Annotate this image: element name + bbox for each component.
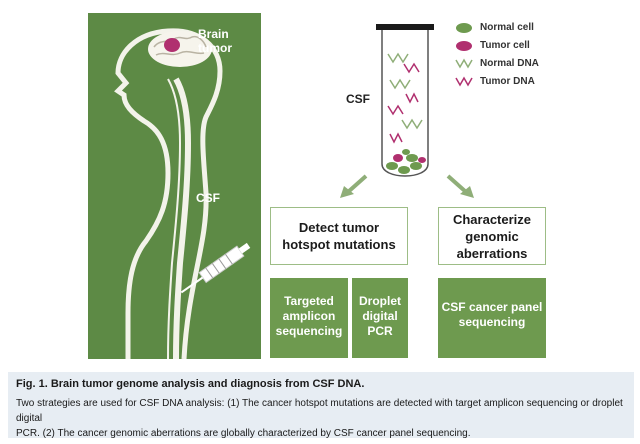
detect-line1: Detect tumor <box>298 220 380 235</box>
tumor-cell-icon <box>456 41 472 51</box>
csf-body-label: CSF <box>196 191 220 205</box>
normal-dna-icon <box>455 58 473 69</box>
tumor-dna-icon <box>455 76 473 87</box>
caption-body: Two strategies are used for CSF DNA anal… <box>16 396 626 441</box>
caption-line2: PCR. (2) The cancer genomic aberrations … <box>16 428 471 439</box>
branch-arrows <box>340 174 474 198</box>
legend-tumor-cell: Tumor cell <box>480 40 530 51</box>
csf-tube <box>376 24 434 177</box>
body-panel: Brain tumor CSF <box>88 13 261 360</box>
body-silhouette <box>114 28 251 360</box>
targeted-amplicon-box: Targeted amplicon sequencing <box>270 278 348 358</box>
caption-title: Fig. 1. Brain tumor genome analysis and … <box>16 378 365 390</box>
characterize-box: Characterize genomic aberrations <box>438 207 546 265</box>
figure-caption: Fig. 1. Brain tumor genome analysis and … <box>8 372 634 441</box>
normal-cell-icon <box>456 23 472 33</box>
legend-icons <box>455 23 473 87</box>
targeted-line1: Targeted <box>284 294 334 308</box>
panel-line2: sequencing <box>458 315 526 329</box>
caption-line1: Two strategies are used for CSF DNA anal… <box>16 398 623 424</box>
legend-tumor-dna: Tumor DNA <box>480 76 535 87</box>
droplet-line1: Droplet <box>359 294 401 308</box>
legend-normal-dna: Normal DNA <box>480 58 539 69</box>
droplet-line2: digital <box>362 309 398 323</box>
droplet-pcr-box: Droplet digital PCR <box>352 278 408 358</box>
detect-line2: hotspot mutations <box>282 237 396 252</box>
characterize-line1: Characterize <box>452 212 532 227</box>
brain-shape <box>148 31 212 67</box>
brain-tumor-line1: Brain <box>198 27 229 41</box>
brain-tumor-mark <box>164 38 180 52</box>
detect-hotspot-box: Detect tumor hotspot mutations <box>270 207 408 265</box>
csf-tube-label: CSF <box>346 92 370 106</box>
panel-line1: CSF cancer panel <box>441 300 543 314</box>
brain-tumor-label: Brain tumor <box>198 27 232 55</box>
csf-panel-box: CSF cancer panel sequencing <box>438 278 546 358</box>
brain-tumor-line2: tumor <box>198 41 232 55</box>
syringe-icon <box>180 242 251 294</box>
characterize-line3: aberrations <box>456 246 528 261</box>
droplet-line3: PCR <box>367 324 393 338</box>
targeted-line2: amplicon <box>282 309 336 323</box>
characterize-line2: genomic <box>465 229 519 244</box>
targeted-line3: sequencing <box>275 324 343 338</box>
legend-normal-cell: Normal cell <box>480 22 534 33</box>
